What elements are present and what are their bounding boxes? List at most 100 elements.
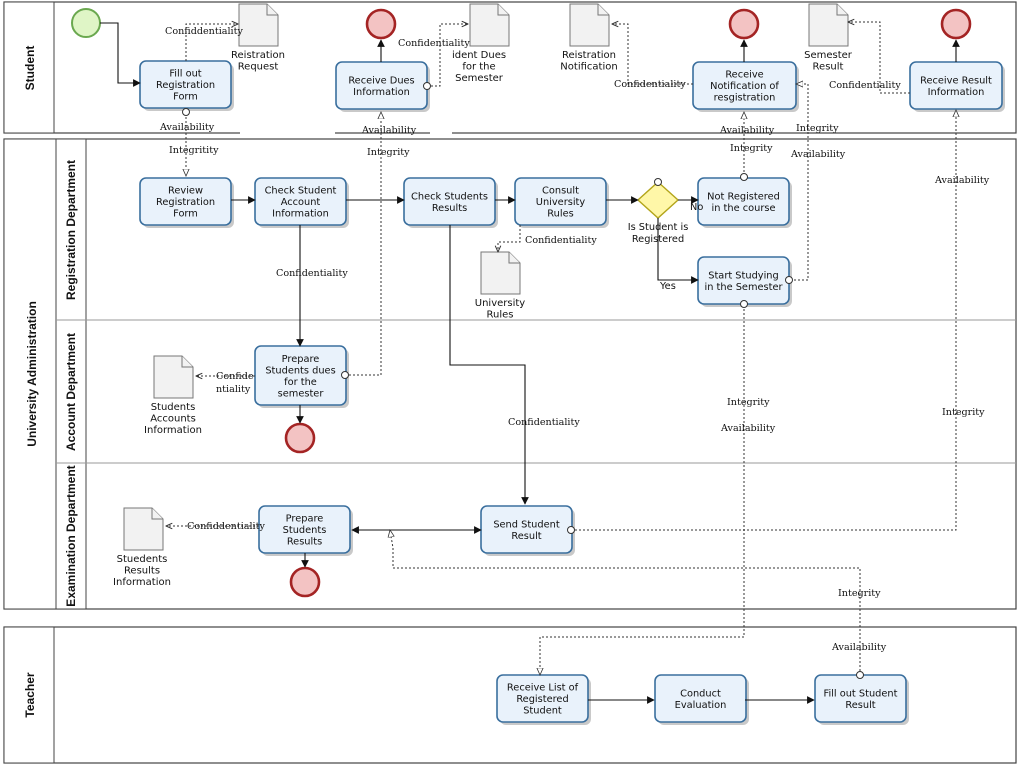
task-label-line: Review <box>168 186 203 197</box>
assoc-label-18: Integrity <box>727 397 770 408</box>
task-label-line: Registration <box>156 197 215 208</box>
task-label-line: Start Studying <box>708 270 778 281</box>
doc-label-line: Results <box>124 566 160 577</box>
doc-label-line: Stuedents <box>117 554 168 565</box>
doc-label-line: Semester <box>804 50 853 61</box>
doc-label-line: University <box>475 298 526 309</box>
end-event-examination <box>289 566 321 598</box>
task-label-line: Students dues <box>265 365 335 376</box>
assoc-label-16b: ntiality <box>216 384 251 395</box>
task-label-line: Check Student <box>265 186 337 197</box>
task-label-line: Student <box>523 706 562 717</box>
assoc-label-3: Confidentiality <box>614 79 686 90</box>
gateway-no-label: No <box>690 202 703 213</box>
task-label-line: Result <box>845 700 875 711</box>
assoc-label-13: Availability <box>934 175 990 186</box>
task-label-line: Form <box>173 92 198 103</box>
assoc-label-22: Integrity <box>838 588 881 599</box>
doc-label-line: Rules <box>487 310 514 321</box>
assoc-label-14: Confidentiality <box>525 235 597 246</box>
assoc-label-9: Availability <box>719 125 775 136</box>
gateway-yes-label: Yes <box>659 281 676 292</box>
task-label-line: Results <box>287 537 322 548</box>
assoc-label-21: Confiddentiality <box>187 521 265 532</box>
doc-label-line: Information <box>144 425 202 436</box>
lane-examination-label: Examination Department <box>64 465 78 606</box>
assoc-label-15: Confidentiality <box>276 268 348 279</box>
task-label-line: Receive Dues <box>348 75 414 86</box>
assoc-label-17: Confidentiality <box>508 417 580 428</box>
task-label-line: Prepare <box>286 514 324 525</box>
end-event-result <box>940 8 972 40</box>
sequence-flows <box>100 22 960 704</box>
task-label-line: Result <box>511 531 541 542</box>
assoc-label-20: Integrity <box>942 407 985 418</box>
assoc-label-7: Availability <box>361 125 417 136</box>
task-label-line: Fill out <box>169 69 201 80</box>
task-label-line: Information <box>353 87 410 98</box>
assoc-label-16a: Confide <box>216 371 254 382</box>
task-label-line: Evaluation <box>675 700 727 711</box>
assoc-label-10: Integrity <box>730 143 773 154</box>
task-label-line: in the course <box>712 203 776 214</box>
task-label-line: Prepare <box>282 354 320 365</box>
doc-label-line: ident Dues <box>452 50 506 61</box>
assoc-label-8: Integrity <box>367 147 410 158</box>
assoc-label-2: Confidentiality <box>398 38 470 49</box>
lane-account-label: Account Department <box>64 333 78 451</box>
assoc-label-1: Confiddentiality <box>165 26 243 37</box>
doc-label-line: for the <box>462 62 495 73</box>
lane-registration-label: Registration Department <box>64 160 78 300</box>
association-labels: Confiddentiality Confidentiality Confide… <box>159 26 990 653</box>
end-event-dues <box>365 8 397 40</box>
doc-label-line: Reistration <box>562 50 616 61</box>
assoc-label-12: Availability <box>790 149 846 160</box>
task-label-line: resgistration <box>714 93 776 104</box>
doc-label-line: Information <box>113 577 171 588</box>
task-label-line: for the <box>284 377 317 388</box>
task-label-line: Results <box>432 203 467 214</box>
doc-label-line: Semester <box>455 73 504 84</box>
task-label-line: Fill out Student <box>824 688 898 699</box>
task-label-line: Consult <box>542 186 579 197</box>
task-label-line: in the Semester <box>704 282 783 293</box>
task-label-line: Information <box>928 87 985 98</box>
task-label-line: Receive List of <box>507 683 579 694</box>
assoc-label-4: Confidentiality <box>829 80 901 91</box>
task-label-line: semester <box>278 388 325 399</box>
doc-label-line: Notification <box>560 62 617 73</box>
task-label-line: Check Students <box>411 191 488 202</box>
doc-label-line: Result <box>813 62 844 73</box>
pool-university-label: University Administration <box>25 301 39 447</box>
task-label-line: Students <box>283 525 327 536</box>
assoc-label-11: Integrity <box>796 123 839 134</box>
task-label-line: Receive <box>725 70 763 81</box>
start-event <box>71 8 101 38</box>
pool-student-label: Student <box>23 46 37 91</box>
end-event-account <box>284 422 316 454</box>
doc-label-line: Students <box>151 402 196 413</box>
doc-label-line: Accounts <box>150 414 196 425</box>
end-event-notification <box>728 8 760 40</box>
task-label-line: Account <box>281 197 321 208</box>
task-label-line: Form <box>173 209 198 220</box>
assoc-label-23: Availability <box>831 642 887 653</box>
task-label-line: Receive Result <box>920 75 992 86</box>
assoc-label-6: Integritity <box>169 145 219 156</box>
